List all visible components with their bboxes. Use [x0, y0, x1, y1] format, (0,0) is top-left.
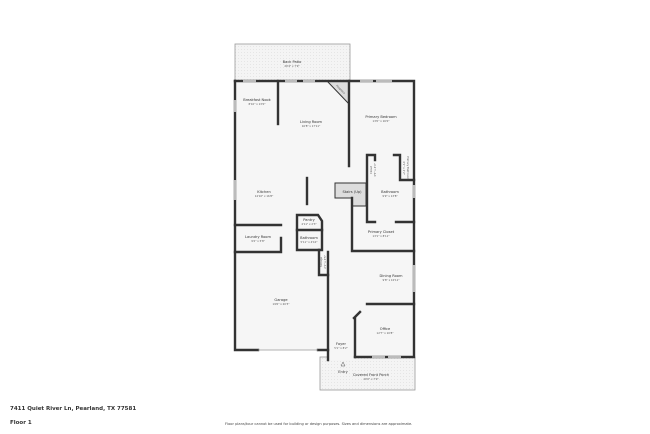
- room-label: Kitchen: [257, 190, 271, 194]
- room-label: Breakfast Nook: [243, 98, 271, 102]
- address: 7411 Quiet River Ln, Pearland, TX 77581: [10, 406, 137, 412]
- room-label: Storage: [319, 257, 323, 268]
- room-label: Dining Room: [380, 274, 403, 278]
- room-label: Bathroom: [300, 236, 318, 240]
- disclaimer: Floor plans/tour cannot be used for buil…: [225, 422, 413, 426]
- room-label: Covered Front Porch: [353, 373, 389, 377]
- room-dim: 3'5" x 4'0": [373, 163, 377, 177]
- room-dim: 8'10" x 13'0": [249, 102, 266, 106]
- room-dim: 20'0" x 7'0": [363, 377, 378, 381]
- room-label: Back Patio: [283, 60, 302, 64]
- room-label: Stairs (Up): [342, 190, 362, 194]
- room-label: Laundry Room: [245, 235, 272, 239]
- room-label: Foyer: [336, 342, 346, 346]
- room-dim: 5'11" x 4'10": [301, 240, 318, 244]
- room-dim: 16'8" x 17'11": [302, 124, 321, 128]
- entry-arrow-icon: [340, 361, 346, 367]
- walls: [233, 79, 416, 362]
- room-label: Primary Closet: [368, 230, 395, 234]
- front-porch: [319, 356, 416, 391]
- room-dim: 4'11" x 2'3": [301, 222, 316, 226]
- room-label: Primary Bathroom: [406, 156, 410, 180]
- house-floor: [235, 81, 414, 360]
- room-dim: 5'1" x 8'2": [334, 346, 348, 350]
- room-label: Closet: [369, 166, 373, 174]
- windows: [233, 79, 416, 359]
- room-dim: 9'8" x 10'11": [383, 278, 400, 282]
- room-label: Garage: [274, 298, 288, 302]
- room-label: Office: [380, 327, 391, 331]
- room-dim: 13'0" x 16'0": [373, 119, 390, 123]
- room-dim: 12'7" x 10'8": [377, 331, 394, 335]
- room-label: Bathroom: [381, 190, 399, 194]
- room-dim: 4'1" x 2'2": [402, 161, 406, 175]
- room-label: Primary Bedroom: [365, 115, 397, 119]
- room-label: Pantry: [303, 218, 315, 222]
- back-patio: [234, 43, 351, 82]
- room-dim: 2'1" x 3'5": [323, 255, 327, 269]
- floor-label: Floor 1: [10, 420, 32, 426]
- room-dim: 20'4" x 7'9": [284, 64, 299, 68]
- room-dim: 9'9" x 13'8": [382, 194, 397, 198]
- room-dim: 19'6" x 20'3": [273, 302, 290, 306]
- room-label: Fireplace: [335, 84, 346, 95]
- room-label: Living Room: [300, 120, 323, 124]
- room-dim: 14'10" x 16'8": [255, 194, 274, 198]
- room-dim: 9'2" x 5'8": [251, 239, 265, 243]
- room-label: Entry: [338, 370, 348, 374]
- room-dim: 13'1" x 8'11": [373, 234, 390, 238]
